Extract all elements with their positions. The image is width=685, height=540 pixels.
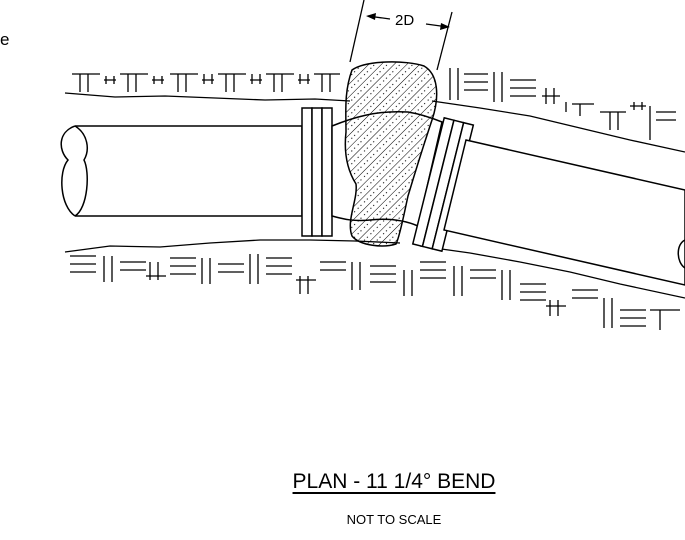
trench-edge-top-right [431, 100, 685, 153]
drawing-title: PLAN - 11 1/4° BEND [292, 470, 496, 493]
dim-arrow-right [440, 23, 450, 30]
trench-edge-top [64, 92, 351, 102]
left-pipe-break [60, 125, 76, 217]
trench-edge-bottom [64, 239, 401, 253]
trench-edge-bottom-right [419, 245, 685, 299]
drawing-subtitle: NOT TO SCALE [346, 512, 442, 527]
soil-symbol-bottom [64, 239, 685, 330]
dim-extension-right [436, 11, 453, 71]
dimension-2d [349, 0, 453, 71]
edge-mark: e [0, 30, 10, 49]
left-coupling-flange [301, 107, 333, 237]
dim-arrow-left [366, 13, 376, 20]
soil-marks-top-left [72, 73, 340, 92]
dimension-label: 2D [395, 12, 415, 29]
soil-marks-top-right [449, 68, 676, 140]
right-pipe-segment [443, 139, 685, 286]
left-pipe-segment [60, 125, 303, 217]
soil-symbol-top [64, 68, 685, 153]
dim-extension-left [349, 0, 365, 63]
right-pipe-break [677, 239, 685, 269]
concrete-thrust-block [344, 61, 438, 247]
soil-marks-bottom [70, 254, 680, 330]
